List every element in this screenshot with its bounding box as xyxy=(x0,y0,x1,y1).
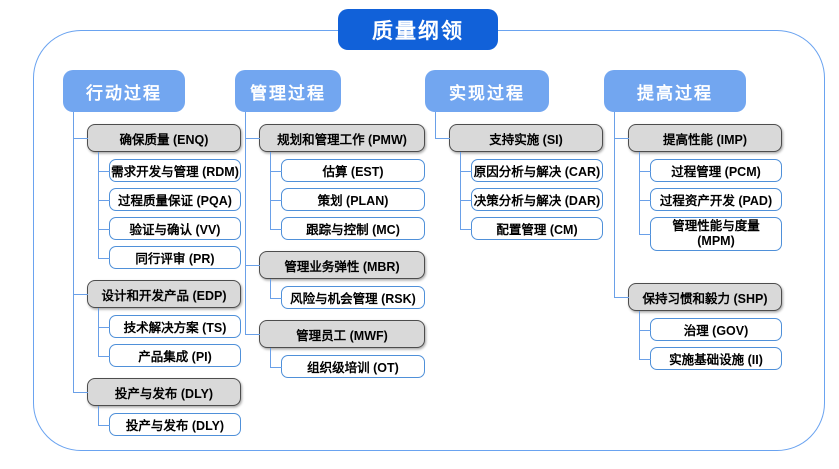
leaf-node: 风险与机会管理 (RSK) xyxy=(281,286,425,309)
column-groups: 规划和管理工作 (PMW) 估算 (EST) 策划 (PLAN) 跟踪与控制 (… xyxy=(235,112,425,378)
diagram-title: 质量纲领 xyxy=(338,9,498,50)
tree-node: 实施基础设施 (II) xyxy=(639,341,782,370)
leaf-node: 实施基础设施 (II) xyxy=(650,347,782,370)
group-node: 设计和开发产品 (EDP) xyxy=(87,280,241,308)
tree-node: 配置管理 (CM) xyxy=(460,211,603,240)
leaf-node: 估算 (EST) xyxy=(281,159,425,182)
tree-node: 同行评审 (PR) xyxy=(98,240,241,269)
leaf-node: 策划 (PLAN) xyxy=(281,188,425,211)
leaf-node: 跟踪与控制 (MC) xyxy=(281,217,425,240)
tree-node: 验证与确认 (VV) xyxy=(98,211,241,240)
tree-node: 治理 (GOV) xyxy=(639,311,782,341)
group-node: 支持实施 (SI) xyxy=(449,124,603,152)
leaf-node: 需求开发与管理 (RDM) xyxy=(109,159,241,182)
group-children: 风险与机会管理 (RSK) xyxy=(259,279,425,309)
group-shp: 保持习惯和毅力 (SHP) 治理 (GOV) 实施基础设施 (II) xyxy=(614,251,782,370)
group-node: 管理员工 (MWF) xyxy=(259,320,425,348)
tree-node: 管理性能与度量 (MPM) xyxy=(639,211,782,251)
group-node: 确保质量 (ENQ) xyxy=(87,124,241,152)
column-header-label: 实现过程 xyxy=(449,83,525,103)
column-header-label: 行动过程 xyxy=(86,83,162,103)
leaf-node: 原因分析与解决 (CAR) xyxy=(471,159,603,182)
tree-node: 原因分析与解决 (CAR) xyxy=(460,152,603,182)
column-header-action: 行动过程 xyxy=(63,70,185,112)
tree-node: 决策分析与解决 (DAR) xyxy=(460,182,603,211)
group-children: 治理 (GOV) 实施基础设施 (II) xyxy=(628,311,782,370)
group-pmw: 规划和管理工作 (PMW) 估算 (EST) 策划 (PLAN) 跟踪与控制 (… xyxy=(245,112,425,240)
tree-node: 过程资产开发 (PAD) xyxy=(639,182,782,211)
group-mbr: 管理业务弹性 (MBR) 风险与机会管理 (RSK) xyxy=(245,240,425,309)
leaf-node: 过程资产开发 (PAD) xyxy=(650,188,782,211)
group-children: 原因分析与解决 (CAR) 决策分析与解决 (DAR) 配置管理 (CM) xyxy=(449,152,603,240)
tree-node: 过程质量保证 (PQA) xyxy=(98,182,241,211)
group-children: 估算 (EST) 策划 (PLAN) 跟踪与控制 (MC) xyxy=(259,152,425,240)
column-header-management: 管理过程 xyxy=(235,70,341,112)
tree-node: 组织级培训 (OT) xyxy=(270,348,425,378)
tree-node: 估算 (EST) xyxy=(270,152,425,182)
group-dly: 投产与发布 (DLY) 投产与发布 (DLY) xyxy=(73,367,241,436)
group-enq: 确保质量 (ENQ) 需求开发与管理 (RDM) 过程质量保证 (PQA) 验证… xyxy=(73,112,241,269)
tree-node: 策划 (PLAN) xyxy=(270,182,425,211)
tree-node: 需求开发与管理 (RDM) xyxy=(98,152,241,182)
leaf-node: 技术解决方案 (TS) xyxy=(109,315,241,338)
column-realization-process: 实现过程 支持实施 (SI) 原因分析与解决 (CAR) 决策分析与解决 (DA… xyxy=(425,70,603,240)
group-edp: 设计和开发产品 (EDP) 技术解决方案 (TS) 产品集成 (PI) xyxy=(73,269,241,367)
leaf-node: 产品集成 (PI) xyxy=(109,344,241,367)
column-header-improvement: 提高过程 xyxy=(604,70,746,112)
leaf-node: 过程管理 (PCM) xyxy=(650,159,782,182)
leaf-node: 验证与确认 (VV) xyxy=(109,217,241,240)
leaf-node: 投产与发布 (DLY) xyxy=(109,413,241,436)
group-node: 保持习惯和毅力 (SHP) xyxy=(628,283,782,311)
tree-node: 产品集成 (PI) xyxy=(98,338,241,367)
group-si: 支持实施 (SI) 原因分析与解决 (CAR) 决策分析与解决 (DAR) 配置… xyxy=(435,112,603,240)
column-header-realization: 实现过程 xyxy=(425,70,549,112)
group-imp: 提高性能 (IMP) 过程管理 (PCM) 过程资产开发 (PAD) 管理性能与… xyxy=(614,112,782,251)
group-node: 规划和管理工作 (PMW) xyxy=(259,124,425,152)
diagram-title-label: 质量纲领 xyxy=(372,19,464,43)
group-children: 投产与发布 (DLY) xyxy=(87,406,241,436)
leaf-node: 组织级培训 (OT) xyxy=(281,355,425,378)
leaf-node: 治理 (GOV) xyxy=(650,318,782,341)
tree-node: 投产与发布 (DLY) xyxy=(98,406,241,436)
group-children: 过程管理 (PCM) 过程资产开发 (PAD) 管理性能与度量 (MPM) xyxy=(628,152,782,251)
tree-node: 过程管理 (PCM) xyxy=(639,152,782,182)
group-node: 管理业务弹性 (MBR) xyxy=(259,251,425,279)
tree-node: 跟踪与控制 (MC) xyxy=(270,211,425,240)
leaf-node: 配置管理 (CM) xyxy=(471,217,603,240)
group-node: 提高性能 (IMP) xyxy=(628,124,782,152)
column-header-label: 管理过程 xyxy=(250,83,326,103)
column-improvement-process: 提高过程 提高性能 (IMP) 过程管理 (PCM) 过程资产开发 (PAD) … xyxy=(604,70,782,370)
column-groups: 支持实施 (SI) 原因分析与解决 (CAR) 决策分析与解决 (DAR) 配置… xyxy=(425,112,603,240)
leaf-node: 管理性能与度量 (MPM) xyxy=(650,217,782,251)
group-children: 技术解决方案 (TS) 产品集成 (PI) xyxy=(87,308,241,367)
column-groups: 提高性能 (IMP) 过程管理 (PCM) 过程资产开发 (PAD) 管理性能与… xyxy=(604,112,782,370)
column-action-process: 行动过程 确保质量 (ENQ) 需求开发与管理 (RDM) 过程质量保证 (PQ… xyxy=(63,70,241,436)
tree-node: 技术解决方案 (TS) xyxy=(98,308,241,338)
column-management-process: 管理过程 规划和管理工作 (PMW) 估算 (EST) 策划 (PLAN) 跟踪… xyxy=(235,70,425,378)
group-children: 组织级培训 (OT) xyxy=(259,348,425,378)
tree-node: 风险与机会管理 (RSK) xyxy=(270,279,425,309)
column-header-label: 提高过程 xyxy=(637,83,713,103)
group-node: 投产与发布 (DLY) xyxy=(87,378,241,406)
leaf-node: 过程质量保证 (PQA) xyxy=(109,188,241,211)
leaf-node: 同行评审 (PR) xyxy=(109,246,241,269)
leaf-node: 决策分析与解决 (DAR) xyxy=(471,188,603,211)
column-groups: 确保质量 (ENQ) 需求开发与管理 (RDM) 过程质量保证 (PQA) 验证… xyxy=(63,112,241,436)
group-mwf: 管理员工 (MWF) 组织级培训 (OT) xyxy=(245,309,425,378)
group-children: 需求开发与管理 (RDM) 过程质量保证 (PQA) 验证与确认 (VV) 同行… xyxy=(87,152,241,269)
